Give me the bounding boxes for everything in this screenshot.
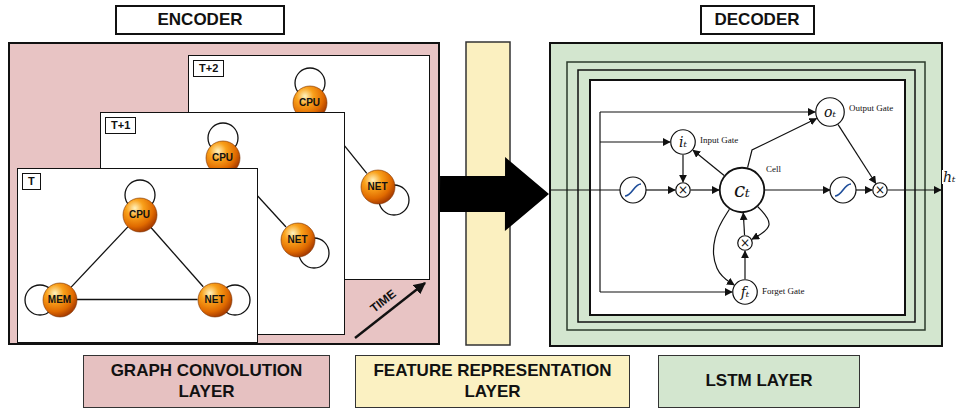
multiply-symbol: ×: [678, 184, 688, 196]
lstm-gate-circle: ×: [872, 182, 888, 198]
gate-label: Output Gate: [849, 104, 893, 114]
resource-name: CPU: [299, 98, 320, 108]
gate-symbol: iₜ: [679, 135, 687, 149]
sphere: [361, 170, 395, 204]
layer-label-box: FEATURE REPRESENTATION LAYER: [355, 355, 630, 408]
connector: [838, 125, 876, 184]
resource-name: NET: [288, 235, 308, 245]
connector: [71, 227, 128, 287]
lstm-gate-circle: ×: [675, 182, 691, 198]
signal-wire: [600, 111, 815, 112]
gate-symbol: cₜ: [734, 180, 750, 200]
resource-name: MEM: [48, 295, 71, 305]
resource-name: CPU: [212, 153, 233, 163]
resource-name: CPU: [129, 210, 150, 220]
lstm-gate-circle: oₜOutput Gate: [815, 97, 845, 127]
sphere: [43, 283, 77, 317]
layer-name: FEATURE REPRESENTATION LAYER: [356, 361, 629, 402]
lstm-gate-circle: fₜForget Gate: [732, 279, 758, 305]
gate-circle: [816, 98, 845, 127]
gate-circle: [873, 183, 888, 198]
signal-wire: [856, 189, 872, 190]
resource-name: NET: [368, 182, 388, 192]
signal-wire: [599, 112, 600, 292]
sphere: [281, 223, 315, 257]
connector: [744, 251, 745, 279]
resource-node: NET: [198, 283, 232, 317]
signal-wire: [888, 189, 941, 190]
resource-node: NET: [281, 223, 315, 257]
gate-circle: [733, 280, 758, 305]
signal-wire: [600, 291, 732, 292]
block-arrow: [440, 157, 549, 231]
gate-label: Cell: [766, 165, 781, 175]
connector: [748, 119, 817, 168]
multiply-symbol: ×: [875, 184, 885, 196]
layer-name: LSTM LAYER: [697, 371, 820, 391]
signal-wire: [646, 189, 675, 190]
sphere: [198, 283, 232, 317]
gate-label: Input Gate: [700, 136, 738, 146]
lstm-outer-ring: [567, 62, 925, 330]
gate-symbol: oₜ: [824, 105, 836, 119]
connector: [714, 209, 734, 285]
connector: [151, 227, 204, 287]
time-step-frame: T CPU MEM NET: [17, 168, 258, 343]
resource-name: NET: [205, 295, 225, 305]
gate-circle: [676, 183, 691, 198]
multiply-symbol: ×: [740, 237, 750, 249]
sigmoid-curve: [625, 184, 641, 196]
activation-circle: [620, 177, 646, 203]
signal-wire: [600, 141, 670, 142]
gate-circle: [720, 168, 765, 213]
time-step-label: T+2: [193, 60, 224, 77]
time-step-label: T: [22, 173, 41, 190]
sigmoid-curve: [835, 184, 851, 196]
connector: [752, 207, 769, 239]
decoder-panel: DECODERiₜInput GateoₜOutput Gate×cₜCell×…: [549, 42, 943, 347]
panel-heading: ENCODER: [115, 5, 285, 35]
gate-circle: [671, 130, 696, 155]
gate-symbol: fₜ: [741, 285, 750, 299]
panel-heading: DECODER: [700, 5, 815, 35]
lstm-gate-circle: cₜCell: [719, 167, 765, 213]
signal-wire: [765, 189, 830, 190]
output-label: hₜ: [942, 170, 956, 184]
sphere: [123, 198, 157, 232]
lstm-cell-box: [590, 80, 905, 315]
layer-label-box: LSTM LAYER: [658, 355, 860, 408]
activation-circle: [830, 177, 856, 203]
lstm-gate-circle: ×: [737, 235, 753, 251]
signal-wire: [551, 189, 620, 190]
time-step-label: T+1: [105, 117, 136, 134]
connector: [691, 189, 719, 190]
lstm-middle-ring: [578, 70, 915, 322]
connector: [682, 155, 683, 182]
resource-node: MEM: [43, 283, 77, 317]
connector: [77, 299, 198, 300]
connector: [743, 213, 744, 235]
gate-circle: [738, 236, 753, 251]
connector-layer: [18, 169, 257, 342]
connector: [693, 150, 724, 175]
gate-label: Forget Gate: [762, 287, 805, 297]
lstm-gate-circle: iₜInput Gate: [670, 129, 696, 155]
layer-name: GRAPH CONVOLUTION LAYER: [84, 361, 329, 402]
resource-node: CPU: [123, 198, 157, 232]
layer-label-box: GRAPH CONVOLUTION LAYER: [83, 355, 330, 408]
resource-node: NET: [361, 170, 395, 204]
